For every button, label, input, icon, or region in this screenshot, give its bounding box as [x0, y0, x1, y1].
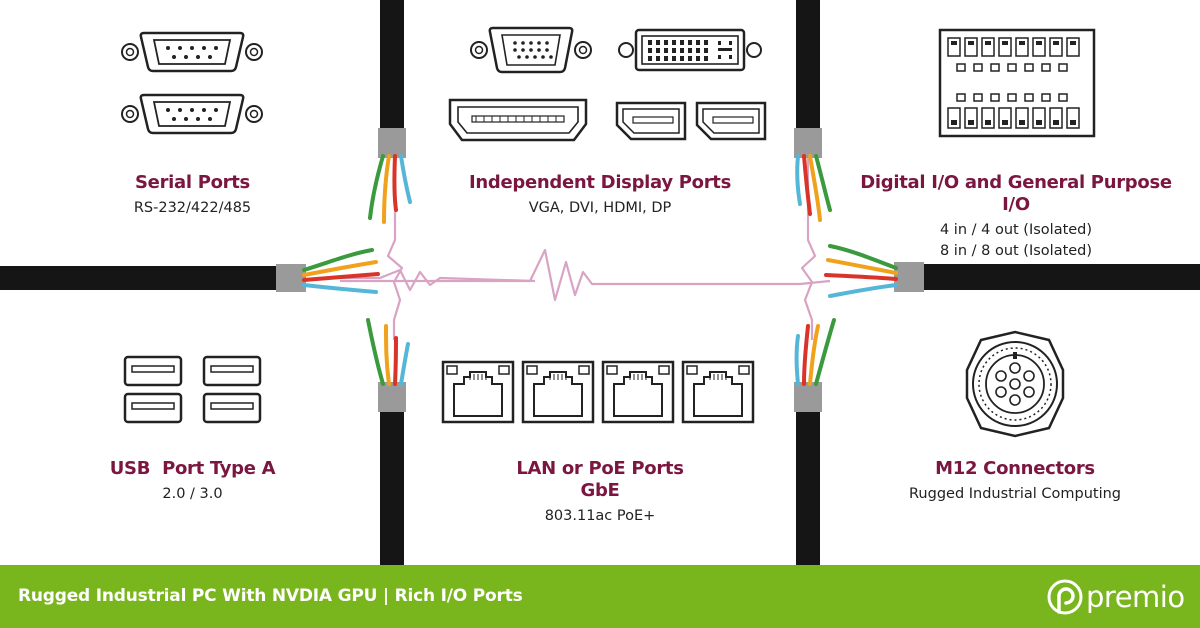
footer-bar: Rugged Industrial PC With NVDIA GPU | Ri…: [0, 565, 1200, 628]
usb-title: USB Port Type A: [109, 458, 276, 479]
m12-subtitle: Rugged Industrial Computing: [909, 486, 1121, 502]
dio-line-1: 4 in / 4 out (Isolated): [939, 222, 1093, 238]
dvi-icon: [618, 28, 762, 72]
signal-waveform: [340, 150, 831, 340]
m12-title: M12 Connectors: [935, 458, 1095, 479]
display-ports-subtitle: VGA, DVI, HDMI, DP: [528, 200, 672, 216]
serial-ports-subtitle: RS-232/422/485: [133, 200, 252, 216]
serial-ports-panel: Serial Ports RS-232/422/485: [60, 172, 325, 219]
cable-right: [824, 244, 1200, 298]
premio-logo: premio: [1046, 578, 1185, 616]
usb-a-icon: [123, 355, 262, 424]
usb-subtitle: 2.0 / 3.0: [162, 486, 223, 502]
vga-icon: [470, 26, 592, 74]
cable-top-right: [794, 0, 832, 222]
usb-panel: USB Port Type A 2.0 / 3.0: [60, 458, 325, 505]
hdmi-icon: [448, 98, 588, 142]
dio-title: Digital I/O and General Purpose I/O: [860, 172, 1172, 215]
premio-logo-mark-icon: [1047, 579, 1083, 615]
lan-title: LAN or PoE Ports: [516, 458, 684, 479]
lan-panel: LAN or PoE Ports GbE 803.11ac PoE+: [460, 458, 740, 527]
display-ports-title: Independent Display Ports: [468, 172, 732, 193]
db9-serial-icon: [120, 31, 264, 135]
cable-left: [0, 248, 380, 294]
serial-ports-title: Serial Ports: [135, 172, 250, 193]
cable-bottom-left: [366, 318, 410, 565]
m12-connector-icon: [965, 330, 1065, 438]
dio-panel: Digital I/O and General Purpose I/O 4 in…: [848, 172, 1184, 262]
display-ports-panel: Independent Display Ports VGA, DVI, HDMI…: [440, 172, 760, 219]
m12-panel: M12 Connectors Rugged Industrial Computi…: [870, 458, 1160, 505]
cable-top-left: [368, 0, 412, 224]
brand-name: premio: [1086, 580, 1185, 614]
displayport-icon: [615, 101, 767, 141]
terminal-block-icon: [938, 28, 1096, 138]
lan-title-gbe: GbE: [580, 480, 620, 501]
lan-subtitle: 803.11ac PoE+: [544, 508, 656, 524]
io-diagram: [0, 0, 1200, 565]
footer-tagline: Rugged Industrial PC With NVDIA GPU | Ri…: [18, 586, 523, 606]
cable-bottom-right: [794, 318, 836, 565]
dio-line-2: 8 in / 8 out (Isolated): [939, 243, 1093, 259]
rj45-icon: [441, 360, 755, 424]
